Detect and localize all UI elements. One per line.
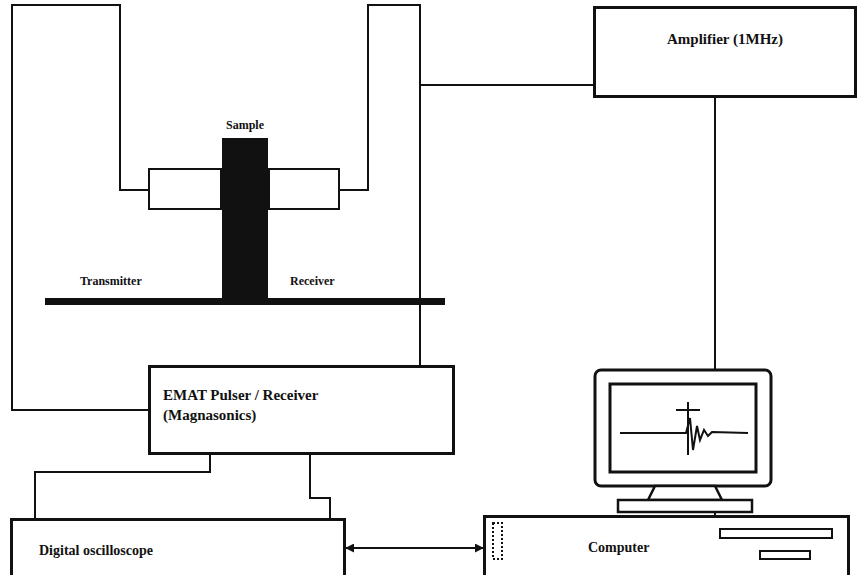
node-label: EMAT Pulser / Receiver (Magnasonics) <box>163 386 358 425</box>
wire <box>35 455 210 518</box>
node-label: Sample <box>226 118 264 133</box>
node-label: Receiver <box>290 274 335 289</box>
oscilloscope-box: Digital oscilloscope <box>10 518 346 575</box>
wire <box>310 455 330 518</box>
node-label: Amplifier (1MHz) <box>596 31 854 48</box>
wire <box>340 5 420 365</box>
wire <box>340 5 593 190</box>
transmitter-box: Transmitter <box>148 168 222 210</box>
monitor-drawing <box>595 370 771 512</box>
wire <box>12 5 148 410</box>
drive-slot <box>760 551 810 559</box>
wire <box>346 547 483 549</box>
computer-box: Computer <box>483 515 850 575</box>
node-label: Transmitter <box>80 274 142 289</box>
drive-bay <box>493 523 502 559</box>
amplifier-box: Amplifier (1MHz) <box>593 6 857 98</box>
sample-bar: Sample <box>222 138 268 300</box>
node-label: Digital oscilloscope <box>39 543 155 559</box>
emat-box: EMAT Pulser / Receiver (Magnasonics) <box>148 365 455 455</box>
drive-slot <box>720 529 832 538</box>
node-label: Computer <box>588 540 649 556</box>
receiver-box: Receiver <box>268 168 340 210</box>
